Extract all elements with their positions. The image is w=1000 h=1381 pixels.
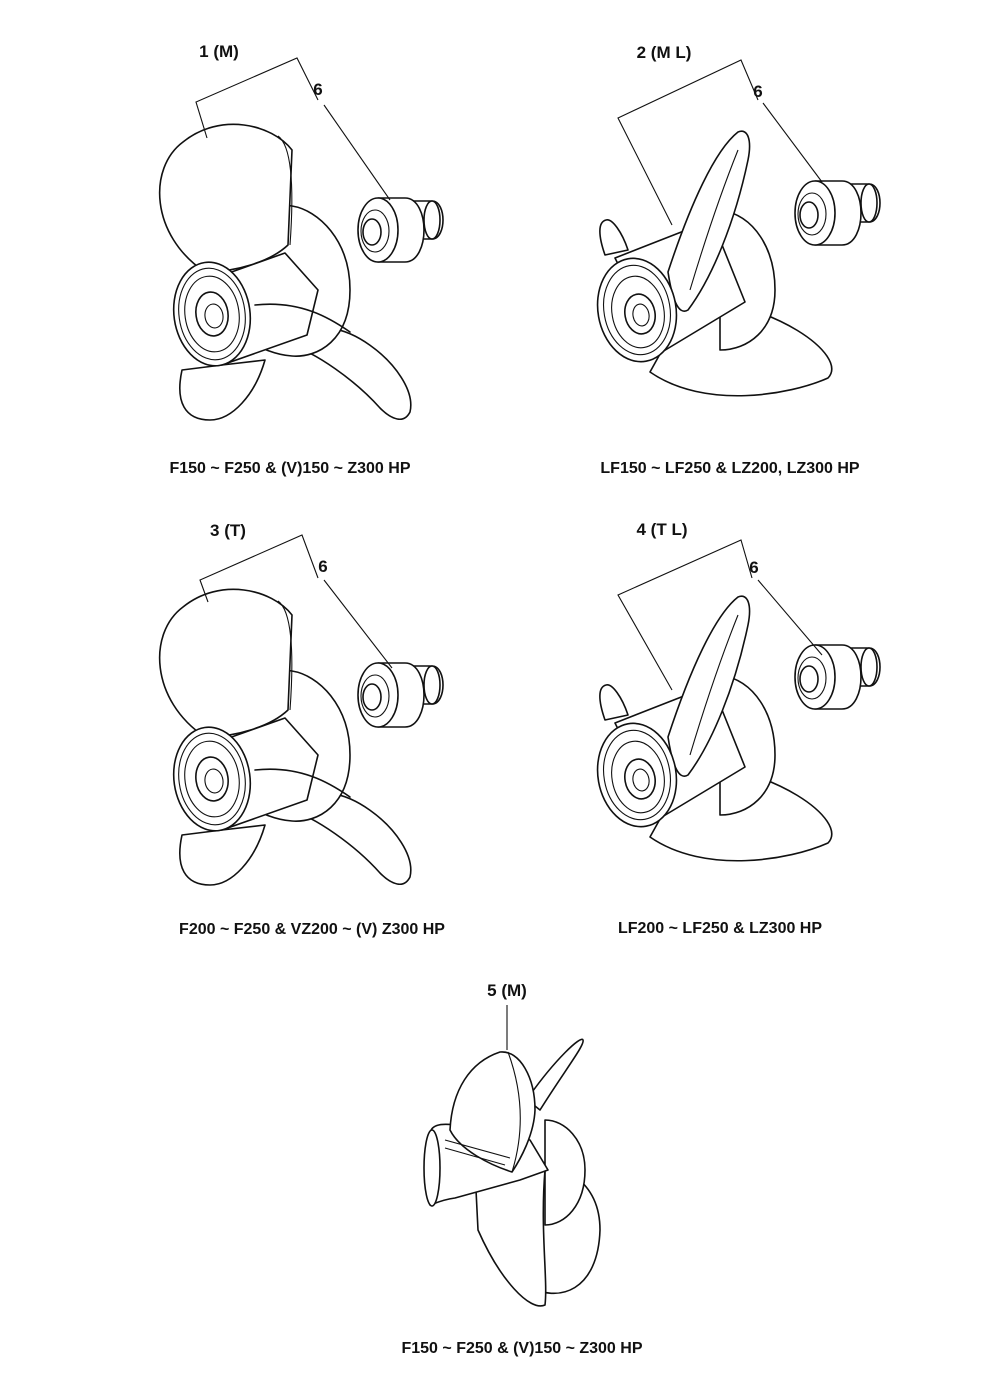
spacer-callout-label: 6 xyxy=(318,557,327,576)
figure-caption: F150 ~ F250 & (V)150 ~ Z300 HP xyxy=(169,460,410,477)
leader-bracket xyxy=(195,57,319,139)
spacer-callout-label: 6 xyxy=(753,82,762,101)
figure-caption: F150 ~ F250 & (V)150 ~ Z300 HP xyxy=(401,1340,642,1357)
callout-label: 4 (T L) xyxy=(637,520,688,539)
figure-2: 2 (M L) 6 LF150 ~ LF250 & LZ200, LZ300 H… xyxy=(588,43,881,477)
figure-caption: F200 ~ F250 & VZ200 ~ (V) Z300 HP xyxy=(179,921,445,938)
propeller-icon xyxy=(158,588,412,886)
propeller-icon xyxy=(588,595,833,862)
propeller-icon xyxy=(423,1038,601,1307)
leader-bracket xyxy=(199,534,319,603)
leader-line xyxy=(323,104,391,201)
figure-caption: LF150 ~ LF250 & LZ200, LZ300 HP xyxy=(600,460,860,477)
figure-4: 4 (T L) 6 LF200 ~ LF250 & LZ300 HP xyxy=(588,520,881,937)
leader-line xyxy=(323,579,393,669)
callout-label: 2 (M L) xyxy=(637,43,692,62)
figure-1: 1 (M) 6 F150 ~ F250 & (V)150 ~ Z300 HP xyxy=(158,42,444,477)
spacer-bushing-icon xyxy=(794,180,881,246)
spacer-callout-label: 6 xyxy=(313,80,322,99)
leader-line xyxy=(757,579,823,656)
callout-label: 1 (M) xyxy=(199,42,239,61)
callout-label: 5 (M) xyxy=(487,981,527,1000)
spacer-callout-label: 6 xyxy=(749,558,758,577)
propeller-icon xyxy=(588,130,833,397)
figure-5: 5 (M) F150 ~ F250 & (V)150 ~ Z300 HP xyxy=(401,981,642,1357)
spacer-bushing-icon xyxy=(357,662,444,728)
propeller-icon xyxy=(158,123,412,421)
spacer-bushing-icon xyxy=(357,197,444,263)
leader-bracket xyxy=(617,59,759,226)
figure-3: 3 (T) 6 F200 ~ F250 & VZ200 ~ (V) Z300 H… xyxy=(158,521,445,938)
spacer-bushing-icon xyxy=(794,644,881,710)
callout-label: 3 (T) xyxy=(210,521,246,540)
figure-caption: LF200 ~ LF250 & LZ300 HP xyxy=(618,920,822,937)
leader-line xyxy=(762,102,823,183)
leader-bracket xyxy=(617,539,753,691)
